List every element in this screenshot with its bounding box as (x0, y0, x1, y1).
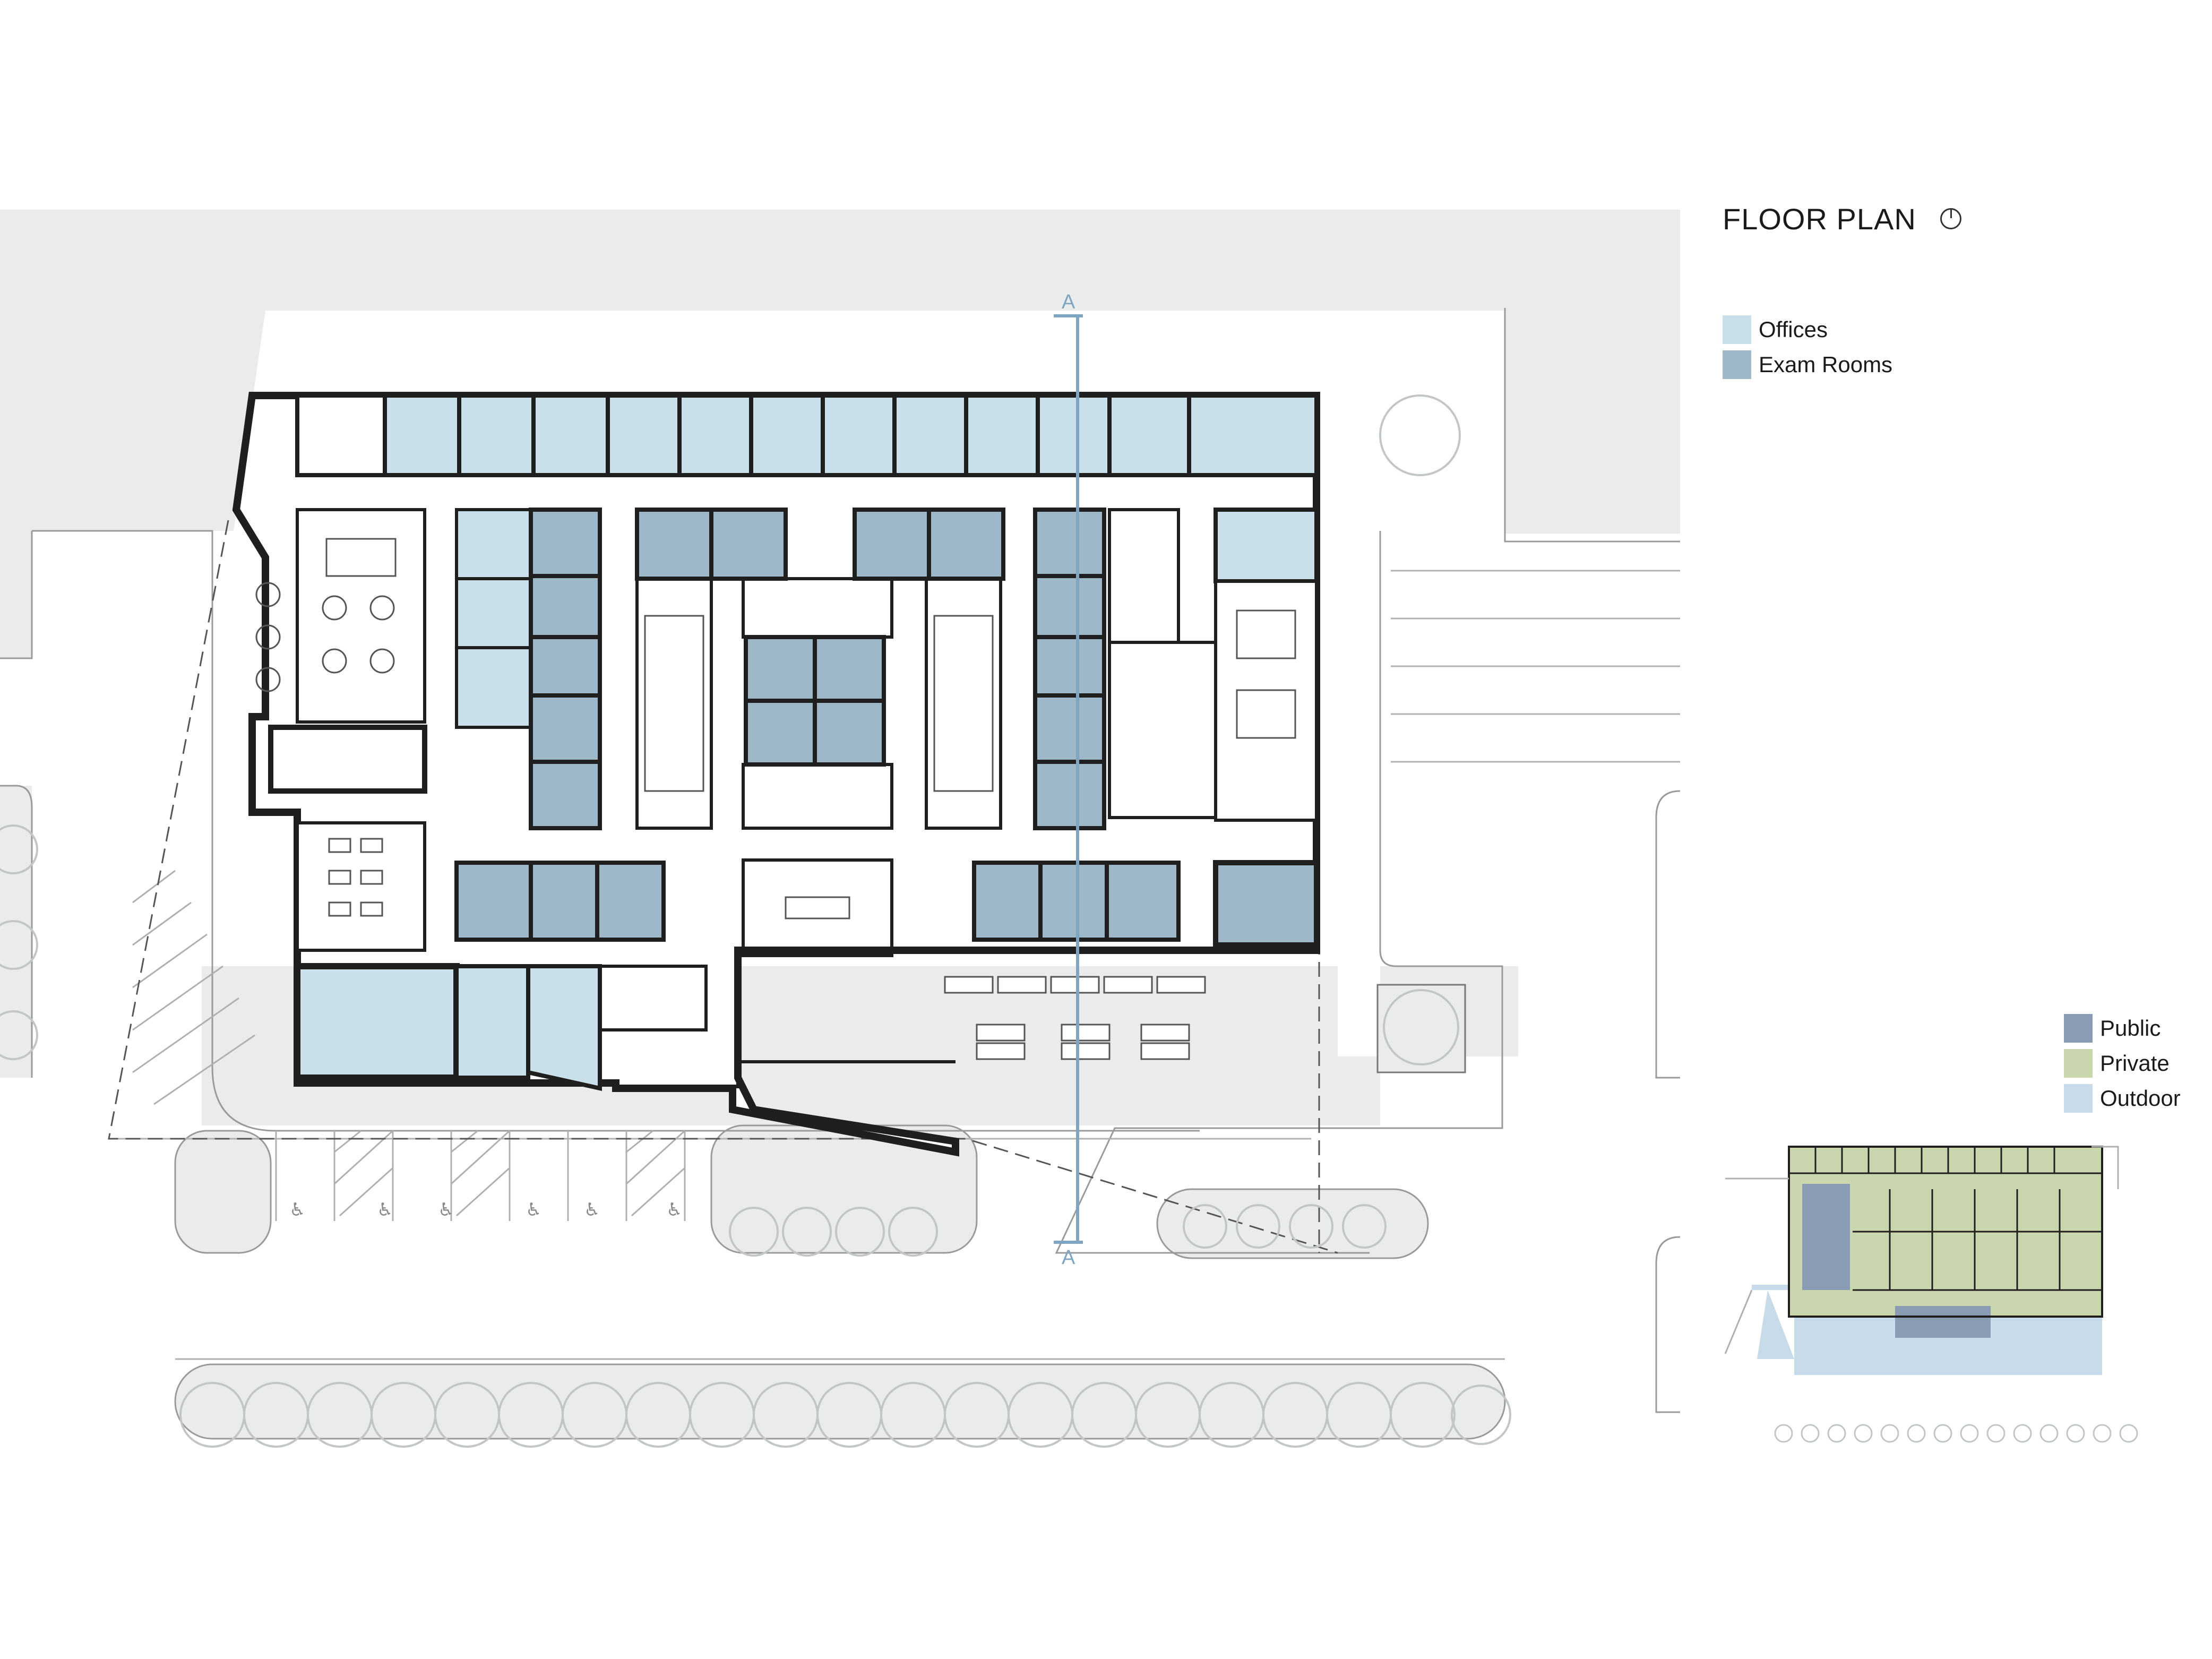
legend-swatch-public (2064, 1014, 2093, 1043)
svg-text:♿: ♿ (289, 1199, 305, 1220)
zone-legend: Public Private Outdoor (2064, 1011, 2181, 1116)
parking-stall-lines-south (275, 1131, 686, 1221)
section-mark-top: A (1062, 291, 1075, 313)
north-office-row (295, 393, 1319, 477)
accessible-parking-icons: ♿ ♿ ♿ ♿ ♿ ♿ (289, 1199, 682, 1220)
legend-item-outdoor: Outdoor (2064, 1081, 2181, 1116)
north-arrow-icon (1940, 208, 1961, 229)
svg-text:♿: ♿ (666, 1199, 682, 1220)
legend-label-offices: Offices (1759, 317, 1828, 342)
trees (0, 394, 1511, 1448)
legend-label-exam-rooms: Exam Rooms (1759, 352, 1893, 377)
conference-furniture (255, 538, 1296, 919)
site-ground (0, 210, 1680, 311)
legend-item-offices: Offices (1723, 312, 1892, 347)
legend-swatch-exam-rooms (1723, 350, 1751, 379)
exam-rooms-east (1033, 508, 1319, 830)
planter-east (1376, 984, 1466, 1073)
parking-island-3 (1156, 1188, 1429, 1259)
key-plan (1717, 1146, 2153, 1443)
curb-line-east (1055, 531, 1503, 1254)
curb-line (0, 530, 1200, 1132)
site-ground-left-strip (0, 786, 32, 1078)
svg-text:♿: ♿ (377, 1199, 393, 1220)
waiting-seating (944, 976, 1206, 1060)
west-rooms (268, 508, 602, 1091)
legend-label-outdoor: Outdoor (2100, 1086, 2181, 1111)
site-ground-east (1380, 210, 1680, 534)
legend-swatch-offices (1723, 315, 1751, 344)
svg-text:♿: ♿ (438, 1199, 454, 1220)
site-ground-west (0, 311, 265, 658)
interior-partitions (598, 508, 1217, 1088)
curb-line-northeast (1504, 308, 1681, 1413)
west-office-block (455, 508, 602, 830)
legend-label-private: Private (2100, 1051, 2170, 1076)
program-legend: Offices Exam Rooms (1723, 312, 1892, 382)
exam-rooms-south (454, 860, 1319, 948)
parking-stall-lines-east (1391, 570, 1680, 763)
legend-swatch-private (2064, 1049, 2093, 1078)
legend-item-public: Public (2064, 1011, 2181, 1046)
svg-text:♿: ♿ (584, 1199, 600, 1220)
hatched-access-aisles (132, 870, 686, 1217)
section-mark-bottom: A (1062, 1247, 1075, 1269)
parking-island-1 (174, 1130, 272, 1254)
legend-label-public: Public (2100, 1016, 2161, 1041)
section-cut-line (1054, 314, 1083, 1244)
legend-item-exam-rooms: Exam Rooms (1723, 347, 1892, 382)
svg-text:♿: ♿ (526, 1199, 541, 1220)
legend-swatch-outdoor (2064, 1084, 2093, 1113)
legend-item-private: Private (2064, 1046, 2181, 1081)
page-title: FLOOR PLAN (1723, 202, 1916, 236)
